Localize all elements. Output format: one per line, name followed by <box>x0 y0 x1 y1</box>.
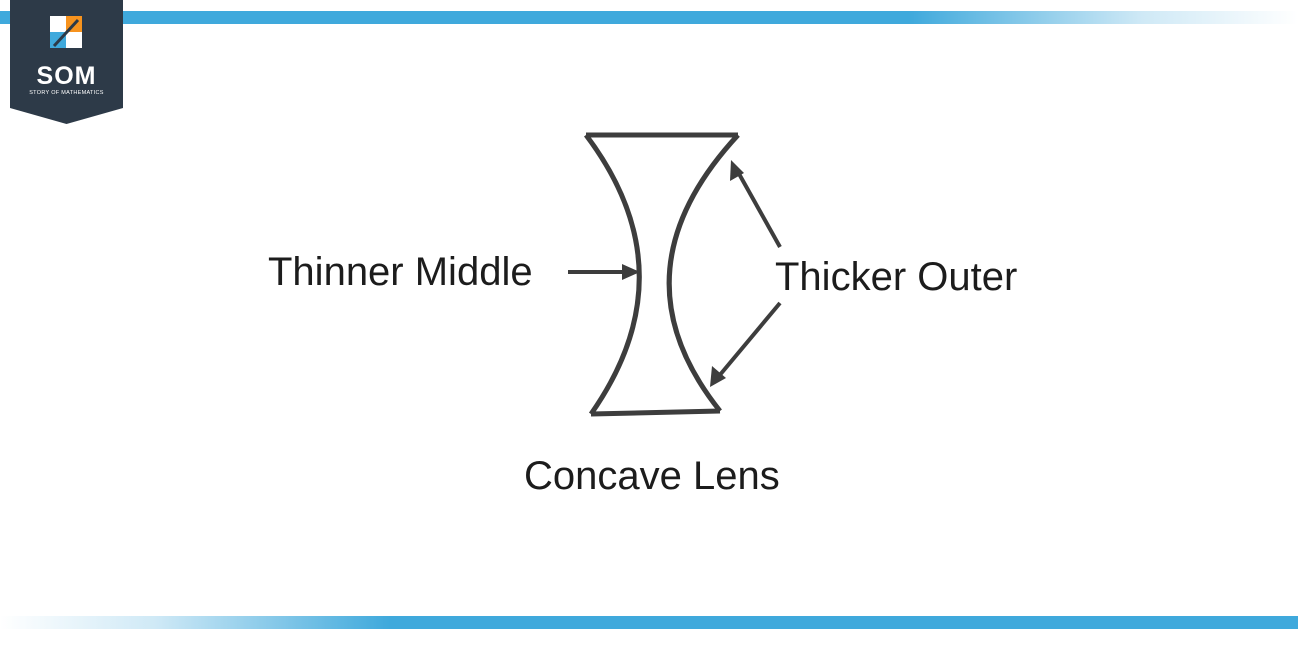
logo-text: SOM <box>36 62 97 90</box>
thicker-outer-arrowhead-bottom <box>710 366 726 387</box>
thinner-middle-arrowhead <box>622 264 640 280</box>
caption: Concave Lens <box>524 454 780 498</box>
left-label: Thinner Middle <box>268 250 533 294</box>
concave-lens-shape <box>584 132 740 417</box>
bottom-accent-bar <box>0 616 1298 629</box>
right-label: Thicker Outer <box>775 255 1018 299</box>
thicker-outer-arrow-bottom <box>717 301 782 378</box>
arrows <box>568 160 782 387</box>
top-accent-bar <box>0 11 1298 24</box>
thicker-outer-arrowhead-top <box>730 160 744 181</box>
som-logo <box>10 0 123 124</box>
logo-subtitle: STORY OF MATHEMATICS <box>29 90 104 96</box>
thicker-outer-arrow-top <box>736 171 782 248</box>
som-logo-mark-icon <box>50 16 82 48</box>
